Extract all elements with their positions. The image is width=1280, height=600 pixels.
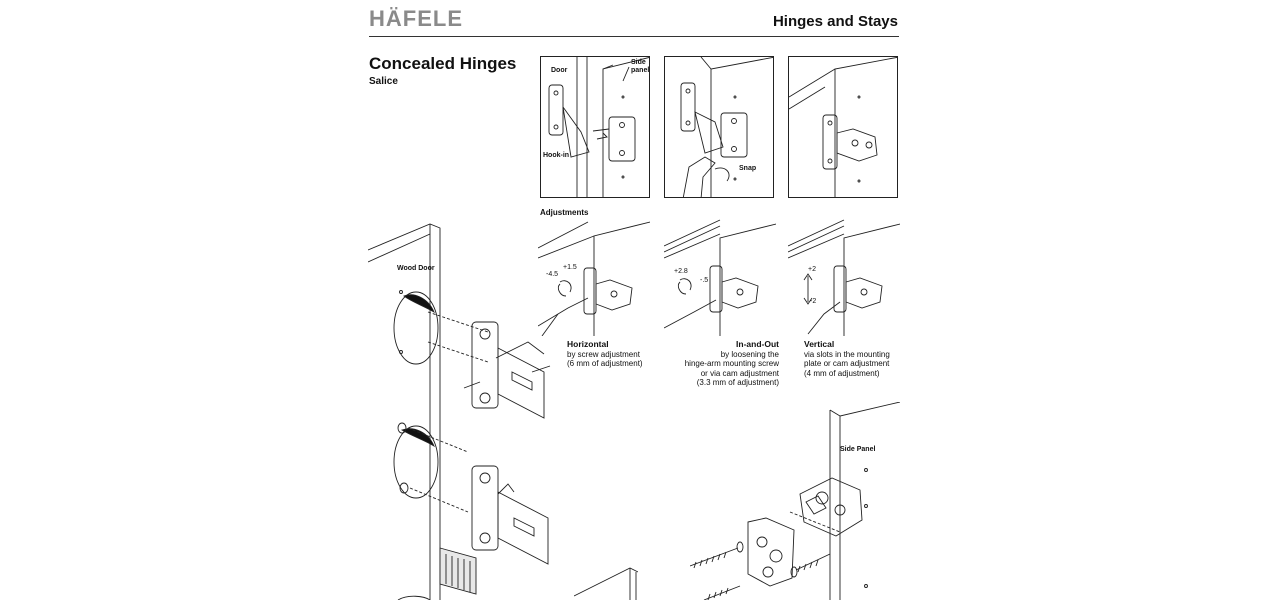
horizontal-line-2: (6 mm of adjustment)	[567, 359, 643, 368]
in-and-out-line-4: (3.3 mm of adjustment)	[696, 378, 779, 387]
brand-logo: HÄFELE	[369, 6, 463, 31]
snap-label: Snap	[739, 165, 757, 172]
hook-in-illustration	[548, 57, 649, 197]
page-subtitle: Salice	[369, 76, 398, 87]
wood-door-label: Wood Door	[397, 265, 435, 272]
installed-panel	[788, 56, 898, 198]
in-out-minus: -.5	[700, 277, 709, 284]
installed-hinge-illustration	[789, 57, 897, 197]
side-panel-exploded-label: Side Panel	[840, 446, 876, 453]
partial-panel-illustration	[574, 567, 638, 600]
snap-illustration	[680, 57, 773, 197]
vertical-minus: -2	[810, 298, 817, 305]
in-and-out-line-1: by loosening the	[720, 349, 779, 359]
wood-door-exploded-illustration	[368, 223, 551, 600]
side-panel-exploded-illustration	[690, 402, 900, 600]
in-and-out-adjustment-illustration	[664, 219, 776, 336]
horizontal-adjustment-illustration	[538, 221, 650, 336]
in-and-out-line-3: or via cam adjustment	[700, 368, 779, 378]
vertical-line-1: via slots in the mounting	[804, 349, 890, 359]
vertical-title: Vertical	[804, 339, 835, 349]
section-title: Hinges and Stays	[772, 13, 898, 30]
vertical-caption: Vertical via slots in the mounting plate…	[804, 339, 890, 378]
vertical-plus: +2	[808, 266, 816, 273]
adjustments-heading: Adjustments	[540, 208, 589, 217]
horizontal-caption: Horizontal by screw adjustment (6 mm of …	[567, 339, 643, 369]
vertical-adjustment-illustration	[788, 219, 900, 336]
hook-in-label: Hook-in	[543, 152, 570, 159]
in-and-out-title: In-and-Out	[736, 339, 779, 349]
in-out-plus: +2.8	[674, 268, 688, 275]
page-title: Concealed Hinges	[369, 54, 517, 73]
header-divider	[369, 36, 899, 37]
in-and-out-caption: In-and-Out by loosening the hinge-arm mo…	[664, 339, 779, 388]
horizontal-plus: +1.5	[563, 264, 577, 271]
vertical-line-2: plate or cam adjustment	[804, 359, 890, 368]
horizontal-title: Horizontal	[567, 339, 609, 349]
horizontal-line-1: by screw adjustment	[567, 349, 640, 359]
side-panel-label: Side panel	[631, 59, 650, 74]
door-label: Door	[551, 67, 568, 74]
horizontal-minus: -4.5	[546, 271, 559, 278]
vertical-line-3: (4 mm of adjustment)	[804, 368, 880, 378]
in-and-out-line-2: hinge-arm mounting screw	[684, 359, 779, 368]
hook-in-panel: Door Side panel Hook-in	[540, 56, 650, 198]
snap-panel: Snap	[664, 56, 774, 198]
